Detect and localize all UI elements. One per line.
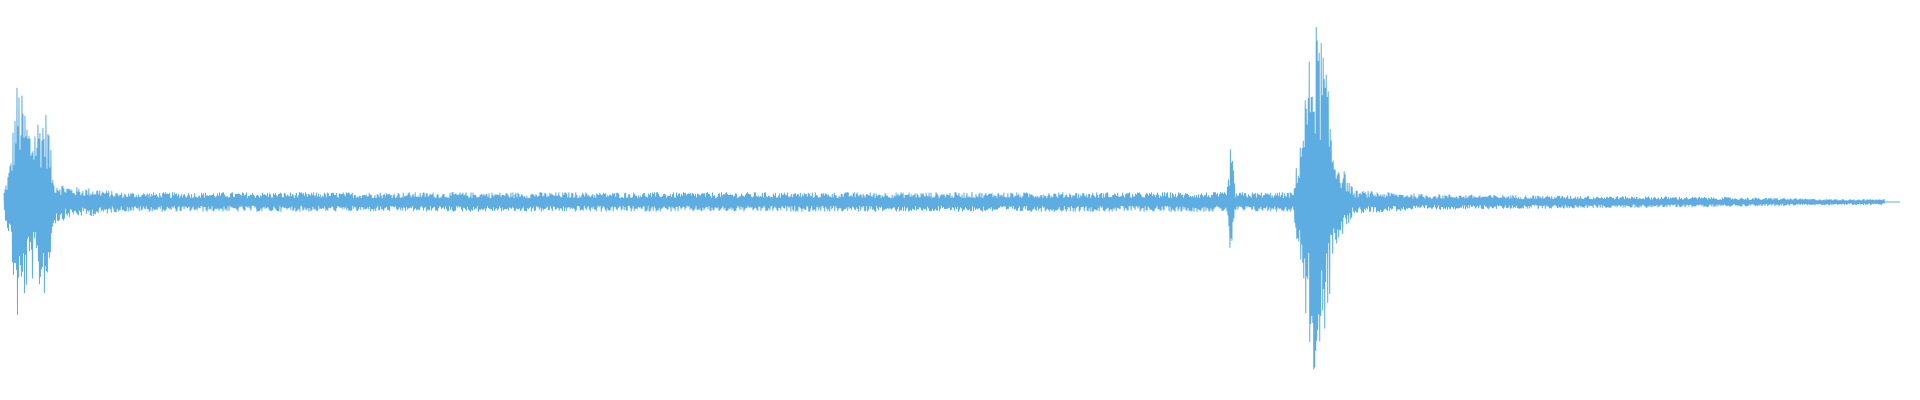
waveform-periodic-ticks — [98, 194, 1875, 210]
waveform-series — [3, 26, 1886, 370]
